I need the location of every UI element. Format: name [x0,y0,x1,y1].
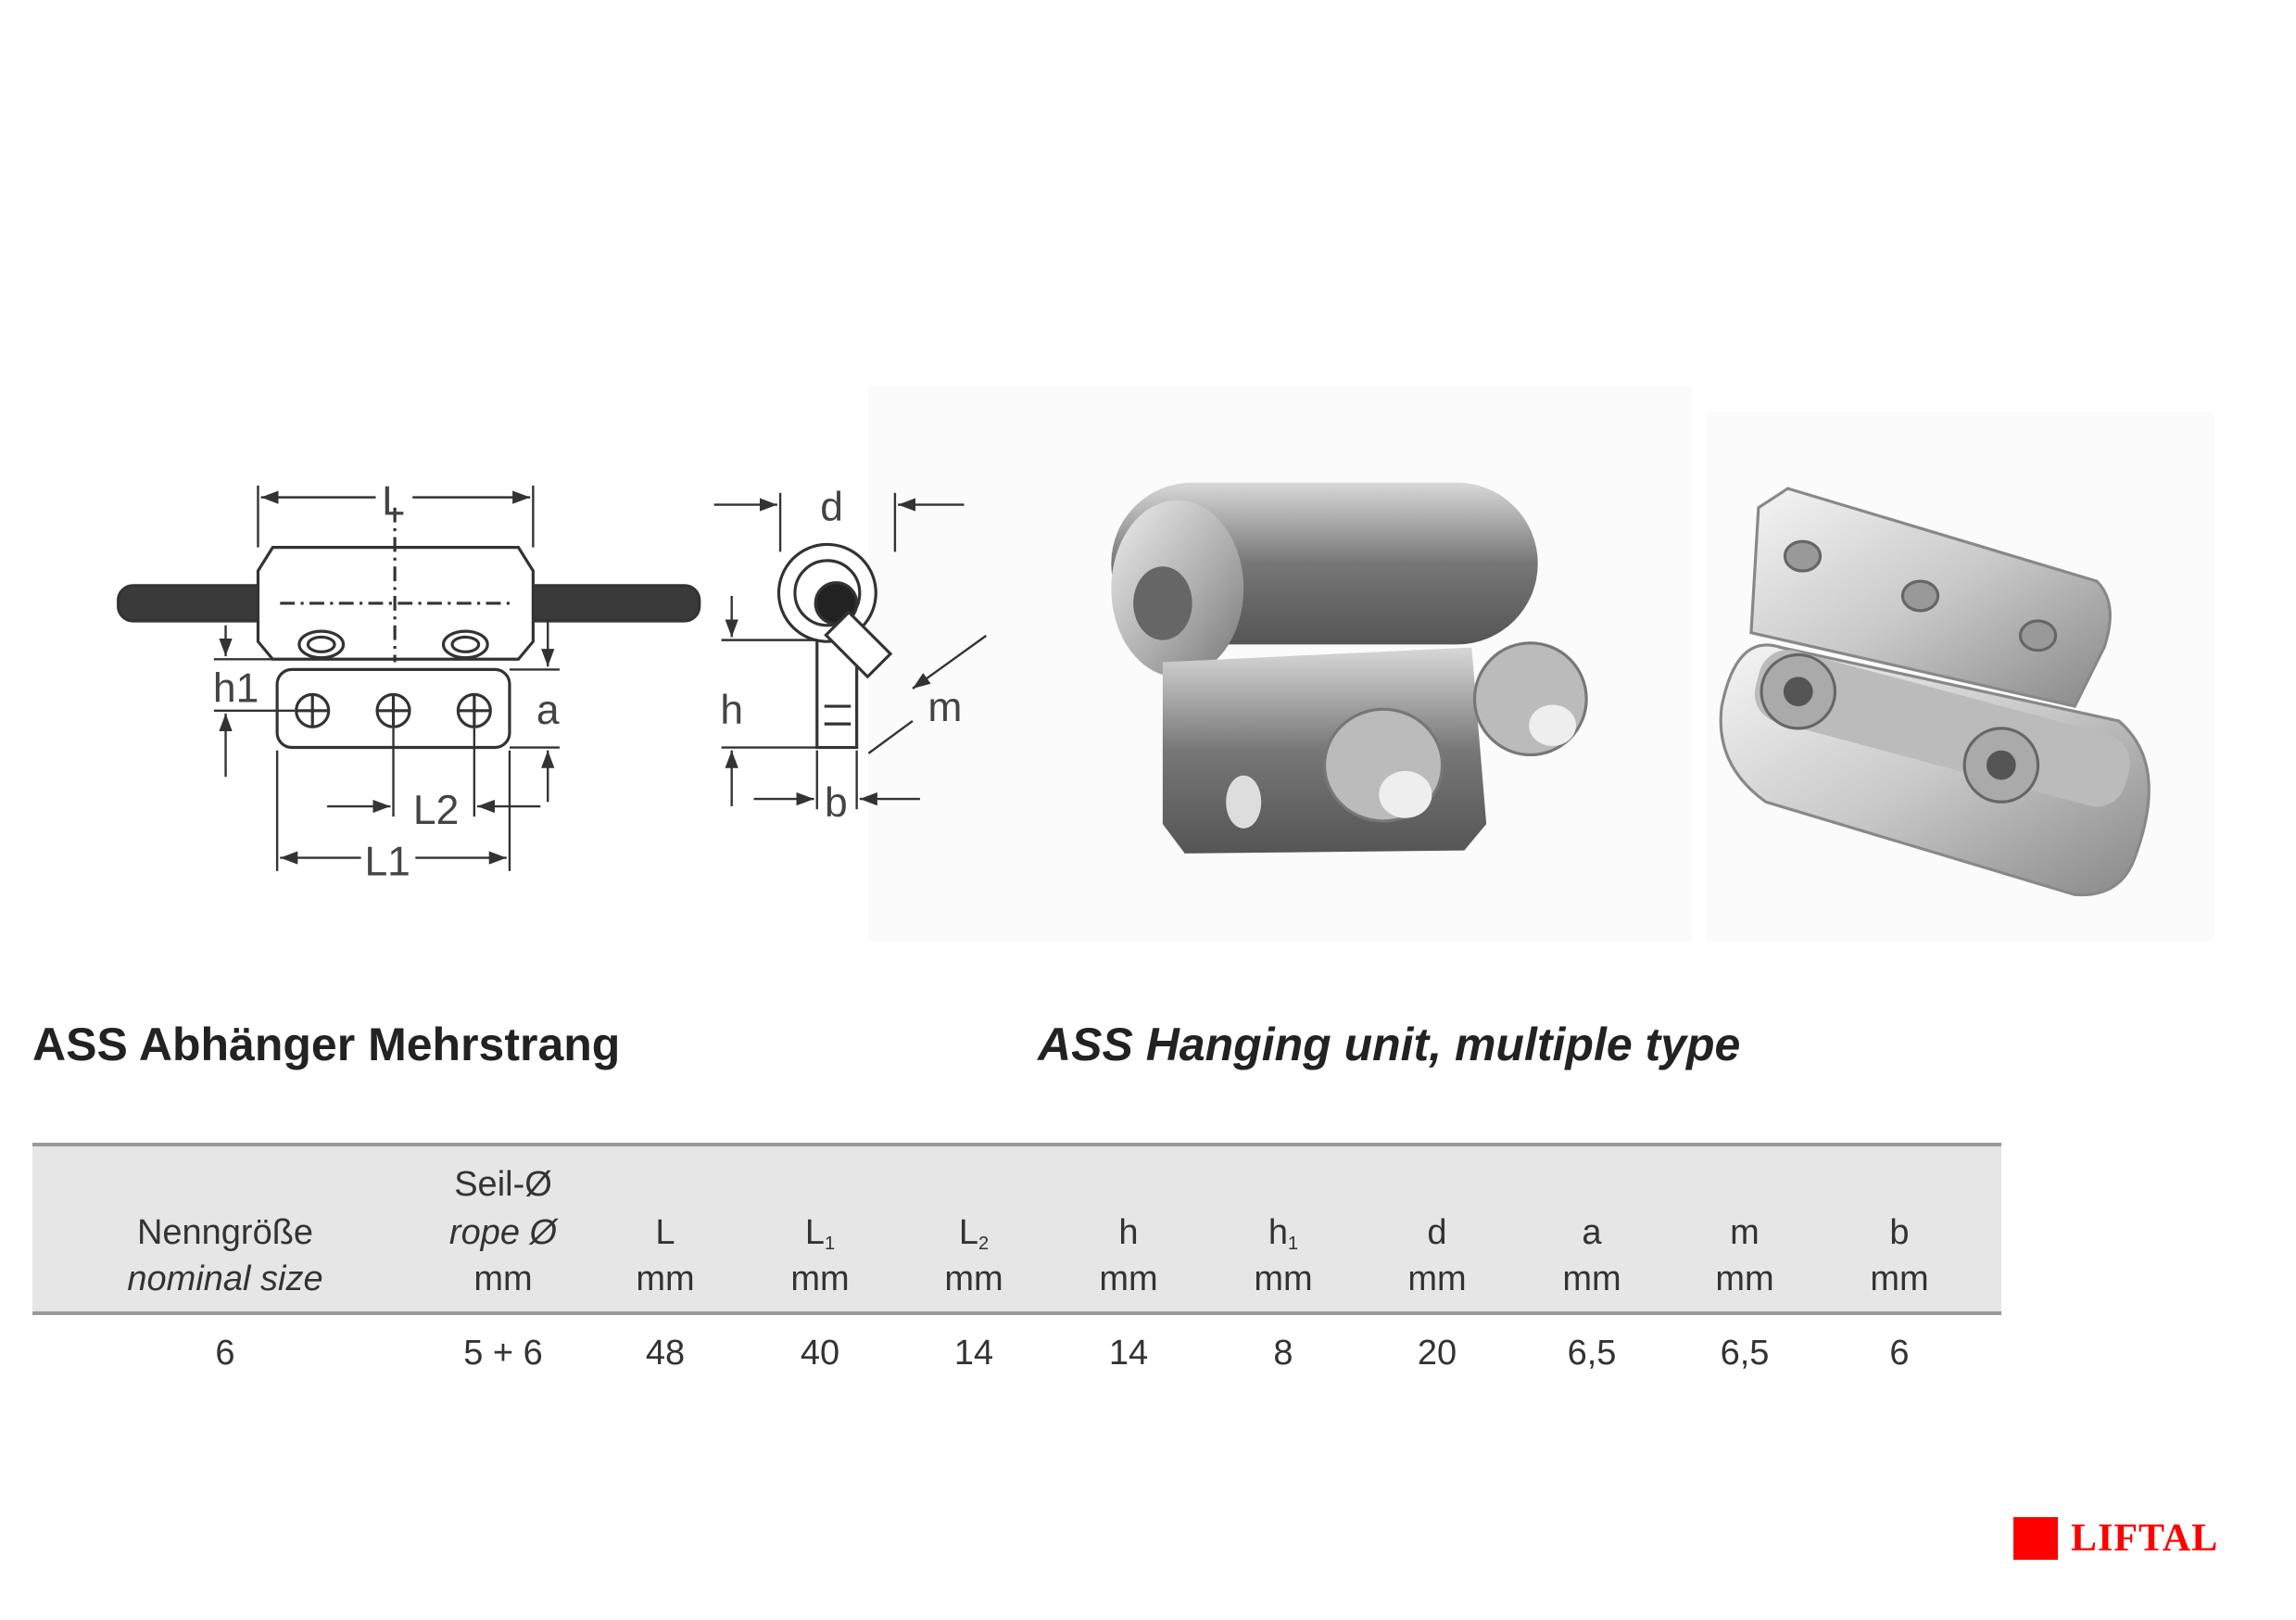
header-cell-unit: mm [1870,1259,1928,1299]
header-text: m [1730,1213,1760,1252]
header-cell-unit: mm [1715,1259,1773,1299]
header-text: b [1889,1213,1910,1252]
header-cell-symbol: a [1582,1213,1601,1253]
header-text: Seil-Ø [454,1165,552,1204]
header-text: Nenngröße [136,1213,314,1252]
dim-label-h1: h1 [213,665,259,711]
header-text: rope Ø [448,1213,558,1252]
liftal-logo: LIFTAL [2013,1516,2218,1561]
header-cell-symbol: L [655,1213,675,1253]
dimension-labels: L L1 L2 h1 a d h b m [213,479,962,885]
header-cell-symbol: d [1427,1213,1446,1253]
header-text: mm [473,1259,533,1298]
dim-label-b: b [825,780,848,826]
header-text: mm [1562,1259,1621,1298]
header-subscript: 1 [825,1234,836,1254]
header-cell-unit: mm [1562,1259,1621,1299]
header-text: h [1118,1213,1139,1252]
product-photo-1 [868,385,1693,943]
title-english: ASS Hanging unit, multiple type [1038,1019,1741,1070]
table-body: 6 5 + 6 48 40 14 14 8 20 6,5 6,5 6 [32,1315,2001,1389]
table-cell: 5 + 6 [463,1334,543,1373]
dim-label-a: a [536,688,560,733]
table-cell: 14 [953,1334,994,1373]
header-cell-symbol: rope Ø [449,1213,557,1253]
logo-square-icon [2013,1517,2058,1560]
product-photo-2 [1707,411,2215,943]
header-cell-symbol: b [1889,1213,1909,1253]
table-cell: 6 [1889,1334,1910,1373]
header-text: L [804,1213,826,1252]
header-cell-unit: mm [944,1259,1003,1299]
side-view-drawing [713,492,988,810]
header-text: mm [944,1259,1003,1298]
title-german: ASS Abhänger Mehrstrang [32,1019,621,1070]
front-view-drawing [117,485,701,871]
header-cell-symbol: L1 [805,1213,835,1255]
table-cell: 40 [800,1334,840,1373]
header-text: mm [1870,1259,1929,1298]
header-text: mm [1715,1259,1774,1298]
table-cell: 14 [1108,1334,1149,1373]
header-cell-unit: mm [473,1259,532,1299]
table-cell: 6,5 [1720,1334,1770,1373]
header-text: nominal size [127,1259,323,1298]
header-cell-unit: mm [636,1259,694,1299]
header-text: L [655,1213,675,1252]
header-cell-symbol: h [1118,1213,1138,1253]
header-text: mm [1407,1259,1467,1298]
dim-label-L: L [382,479,405,525]
header-cell-symbol: m [1730,1213,1760,1253]
header-subscript: 1 [1288,1234,1299,1254]
dim-label-L1: L1 [364,840,410,885]
dim-label-L2: L2 [413,788,459,833]
header-cell-unit: mm [790,1259,849,1299]
dim-label-d: d [820,485,843,530]
header-cell-unit: mm [1407,1259,1466,1299]
header-text: L [958,1213,979,1252]
header-text: mm [636,1259,695,1298]
header-text: a [1582,1213,1602,1252]
table-cell: 48 [645,1334,686,1373]
table-cell: 6,5 [1567,1334,1617,1373]
header-cell-symbol: Nenngröße [137,1213,313,1253]
header-text: h [1268,1213,1289,1252]
header-text: mm [1099,1259,1158,1298]
header-cell-unit: mm [1099,1259,1157,1299]
header-cell-line1: Seil-Ø [454,1165,552,1205]
dim-label-h: h [720,688,743,733]
dim-label-m: m [927,685,962,730]
header-cell-unit: mm [1254,1259,1312,1299]
header-text: mm [1254,1259,1313,1298]
table-cell: 6 [215,1334,235,1373]
header-subscript: 2 [978,1234,990,1254]
header-cell-symbol: L2 [959,1213,989,1255]
table-cell: 8 [1273,1334,1293,1373]
header-cell-symbol: h1 [1268,1213,1298,1255]
header-cell-unit: nominal size [127,1259,322,1299]
logo-text: LIFTAL [2071,1517,2219,1560]
header-text: mm [790,1259,850,1298]
table-cell: 20 [1417,1334,1457,1373]
header-text: d [1427,1213,1447,1252]
